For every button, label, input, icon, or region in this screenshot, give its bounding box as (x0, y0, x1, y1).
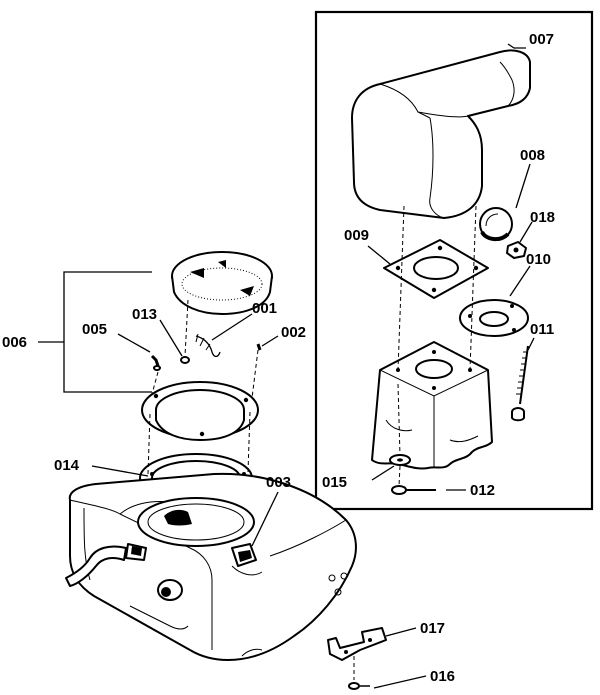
leader-lines (91, 43, 535, 689)
label-018: 018 (530, 209, 555, 226)
detail-inset (314, 10, 594, 511)
part-013-pin (180, 356, 190, 364)
label-013: 013 (132, 306, 157, 323)
part-007-lid (351, 49, 531, 219)
label-006: 006 (2, 334, 27, 351)
part-008-ball (479, 207, 513, 241)
label-012: 012 (470, 482, 495, 499)
label-017: 017 (420, 620, 445, 637)
label-002: 002 (281, 324, 306, 341)
part-012-short-screw (391, 485, 436, 495)
part-tank-body (65, 472, 357, 661)
part-002-screw (256, 343, 262, 351)
part-018-nut (506, 241, 527, 259)
label-008: 008 (520, 147, 545, 164)
bracket-006 (63, 271, 152, 393)
label-011: 011 (530, 321, 554, 338)
label-001: 001 (252, 300, 277, 317)
part-006-ring (141, 381, 259, 441)
part-009-square-gasket (383, 239, 489, 299)
part-010-round-flange (459, 299, 529, 337)
label-010: 010 (526, 251, 551, 268)
label-014: 014 (54, 457, 80, 474)
label-015: 015 (322, 474, 347, 491)
part-016-screw (348, 656, 370, 690)
part-005-screw (150, 354, 161, 371)
label-009: 009 (344, 227, 369, 244)
part-001-chain (195, 333, 221, 358)
detail-inset-frame (314, 10, 594, 511)
label-016: 016 (430, 668, 455, 685)
main-assembly (38, 251, 387, 690)
label-005: 005 (82, 321, 107, 338)
label-003: 003 (266, 474, 291, 491)
part-015-washer (389, 454, 411, 466)
label-007: 007 (529, 31, 554, 48)
part-labels: 007 008 018 009 010 011 015 012 013 001 … (2, 31, 555, 685)
part-housing-tower (371, 341, 493, 470)
part-017-clip (327, 627, 387, 661)
part-011-long-screw (511, 345, 529, 422)
part-006-cap (171, 251, 273, 315)
